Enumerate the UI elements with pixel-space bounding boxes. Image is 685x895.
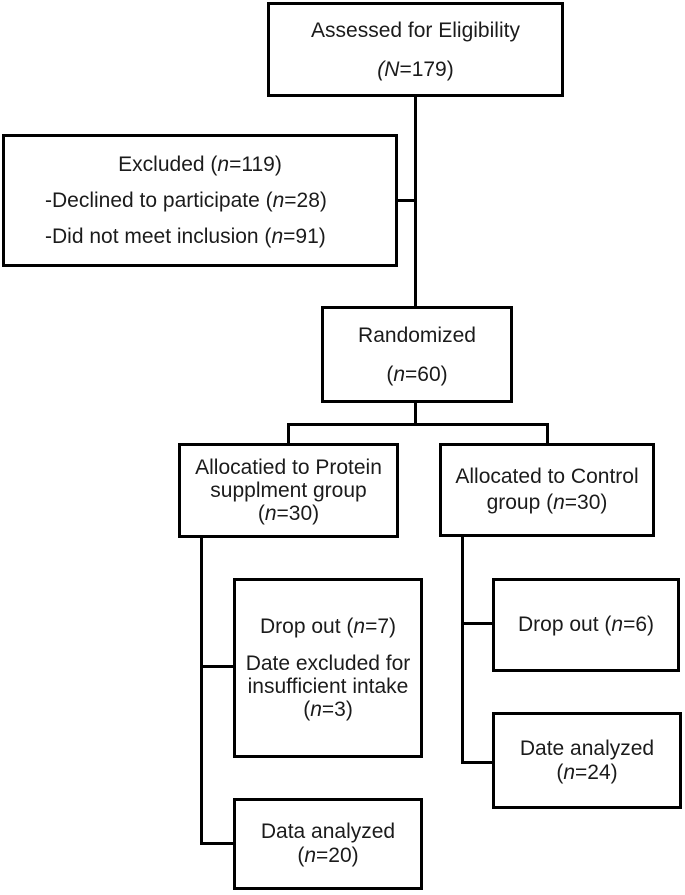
connector-branch-horizontal — [287, 423, 549, 426]
dropout-protein-box: Drop out (n=7) Date excluded for insuffi… — [233, 578, 423, 758]
analyzed-control-box: Date analyzed (n=24) — [492, 712, 682, 809]
allocated-protein-count: (n=30) — [257, 502, 320, 525]
analyzed-control-title: Date analyzed — [519, 736, 655, 760]
allocated-protein-line2: supplment group — [210, 479, 367, 502]
dropout-protein-reason-line1: Date excluded for — [245, 652, 411, 675]
dropout-control-box: Drop out (n=6) — [492, 578, 680, 672]
dropout-protein-reason-line2: insufficient intake — [247, 675, 409, 698]
dropout-protein-count: Drop out (n=7) — [260, 615, 396, 638]
connector-randomized-to-branch — [414, 403, 417, 426]
assessed-title: Assessed for Eligibility — [311, 18, 520, 42]
connector-branch-drop-right — [546, 423, 549, 443]
connector-right-chain-vertical — [461, 536, 464, 764]
connector-right-dropout-stub — [461, 622, 492, 625]
dropout-protein-reason-count: (n=3) — [303, 698, 353, 721]
connector-excluded-stub — [397, 199, 417, 202]
assessed-eligibility-box: Assessed for Eligibility (N=179) — [267, 2, 564, 97]
excluded-reason-inclusion: -Did not meet inclusion (n=91) — [45, 224, 326, 248]
excluded-box: Excluded (n=119) -Declined to participat… — [2, 134, 398, 267]
dropout-control-count: Drop out (n=6) — [518, 613, 654, 636]
analyzed-protein-title: Data analyzed — [260, 820, 396, 843]
allocated-protein-line1: Allocatied to Protein — [195, 456, 382, 479]
connector-left-analyzed-stub — [200, 842, 233, 845]
excluded-title: Excluded (n=119) — [118, 152, 282, 176]
connector-branch-drop-left — [287, 423, 290, 443]
allocated-protein-box: Allocatied to Protein supplment group (n… — [178, 443, 399, 538]
connector-left-chain-vertical — [200, 537, 203, 845]
randomized-title: Randomized — [358, 323, 476, 347]
randomized-count: (n=60) — [386, 362, 448, 386]
randomized-box: Randomized (n=60) — [321, 306, 513, 403]
analyzed-protein-count: (n=20) — [297, 844, 359, 867]
connector-right-analyzed-stub — [461, 761, 492, 764]
connector-left-dropout-stub — [200, 665, 233, 668]
excluded-reason-declined: -Declined to participate (n=28) — [45, 188, 327, 212]
allocated-control-line1: Allocated to Control — [455, 465, 639, 488]
allocated-control-line2: group (n=30) — [486, 491, 608, 514]
analyzed-control-count: (n=24) — [556, 760, 618, 784]
analyzed-protein-box: Data analyzed (n=20) — [233, 798, 423, 890]
allocated-control-box: Allocated to Control group (n=30) — [439, 443, 655, 537]
assessed-count: (N=179) — [377, 57, 454, 81]
